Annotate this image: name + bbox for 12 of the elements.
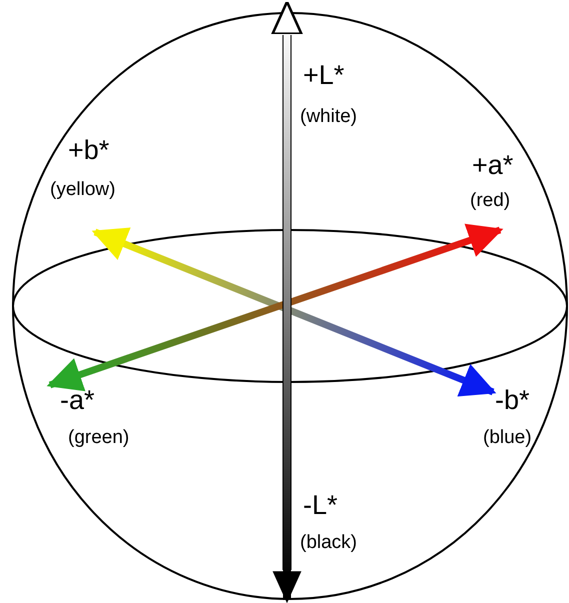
color-name: (blue) (483, 428, 532, 447)
axis-label: -b* (495, 387, 530, 414)
axis-label: +a* (472, 152, 514, 179)
axis-label: -a* (60, 387, 95, 414)
color-name: (green) (68, 428, 130, 447)
axis-label: +L* (303, 62, 344, 89)
axis-label: +b* (68, 137, 110, 164)
color-name: (black) (300, 533, 358, 552)
color-name: (red) (470, 191, 510, 210)
axis-label: -L* (303, 492, 338, 519)
color-name: (white) (300, 107, 358, 126)
color-name: (yellow) (50, 180, 116, 199)
